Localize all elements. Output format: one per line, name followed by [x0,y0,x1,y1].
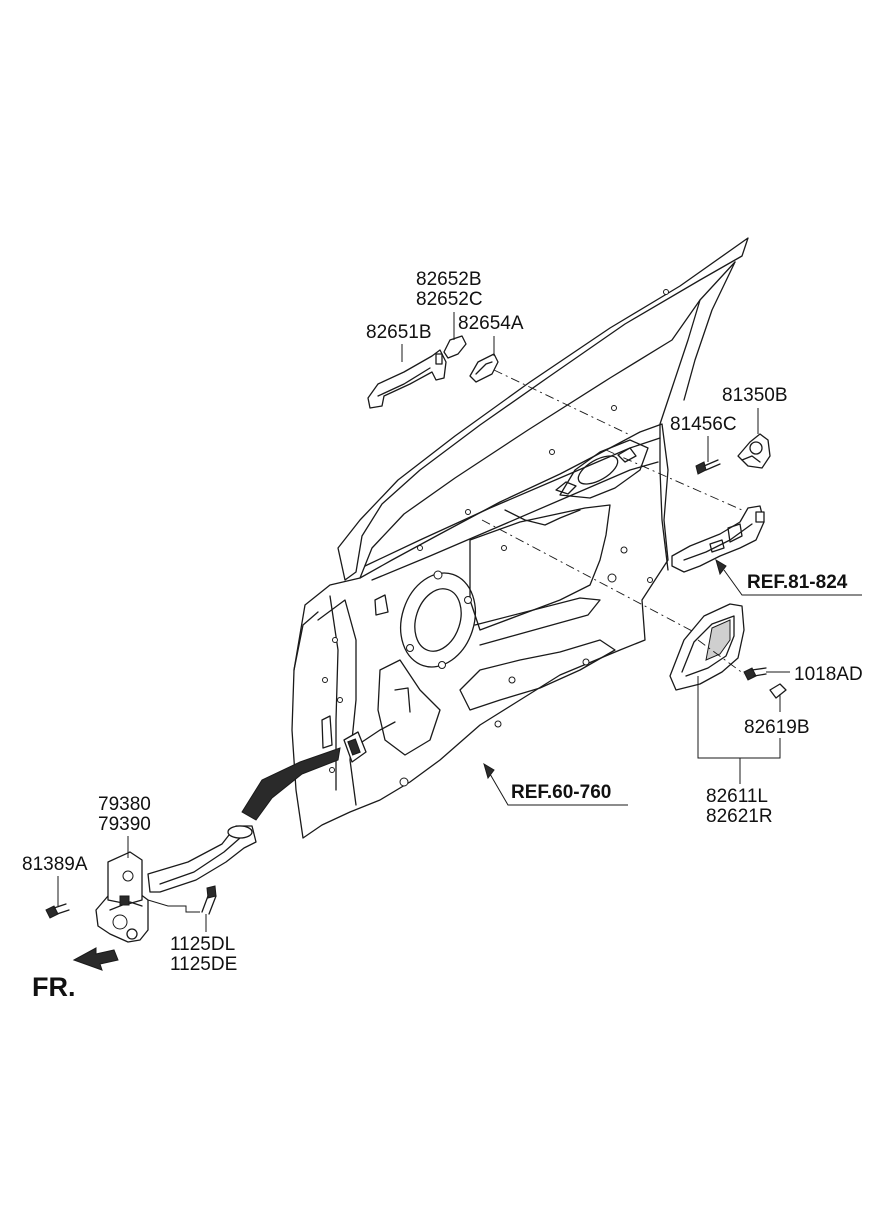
screw-1018ad [743,667,767,681]
label-81456c: 81456C [670,414,737,435]
label-79390: 79390 [98,814,151,835]
label-82621r: 82621R [706,806,773,827]
label-81389a: 81389A [22,854,88,875]
label-82611l: 82611L [706,786,768,807]
outside-handle [367,349,447,409]
checker-mount-arrow [241,747,341,821]
bolt-81456c [695,459,721,475]
label-82654a: 82654A [458,313,524,334]
lock-bracket [737,433,771,469]
label-1125de: 1125DE [170,954,237,975]
ref-60-760: REF.60-760 [511,782,611,803]
ref-81-824: REF.81-824 [747,572,848,593]
arrowhead-ref-60-760 [483,762,495,780]
front-direction-arrow [72,947,119,971]
door-checker [95,825,257,943]
handle-cap [443,335,467,359]
handle-bezel [469,353,499,383]
bolt-81389a [45,903,70,919]
leader-ref-60-760 [489,773,628,806]
inner-handle-frame [671,505,765,573]
arrowhead-ref-81-824 [715,558,727,576]
label-81350b: 81350B [722,385,788,406]
label-82652c: 82652C [416,289,483,310]
dashed-line-handle [493,369,629,435]
label-82652b: 82652B [416,269,482,290]
front-door-panel [291,237,749,839]
leader-ref-81-824 [723,569,862,596]
label-82651b: 82651B [366,322,432,343]
label-1018ad: 1018AD [794,664,863,685]
dashed-line-inside-handle [481,519,695,633]
label-82619b: 82619B [744,717,810,738]
dashed-line-bracket [605,449,743,511]
leader-checker-bolt [147,899,200,913]
cap-82619b [769,683,787,699]
bolt-1125dl [201,885,217,915]
inside-handle [669,603,745,691]
label-79380: 79380 [98,794,151,815]
front-direction-label: FR. [32,972,76,1002]
leader-82611l [697,676,781,759]
label-1125dl: 1125DL [170,934,235,955]
